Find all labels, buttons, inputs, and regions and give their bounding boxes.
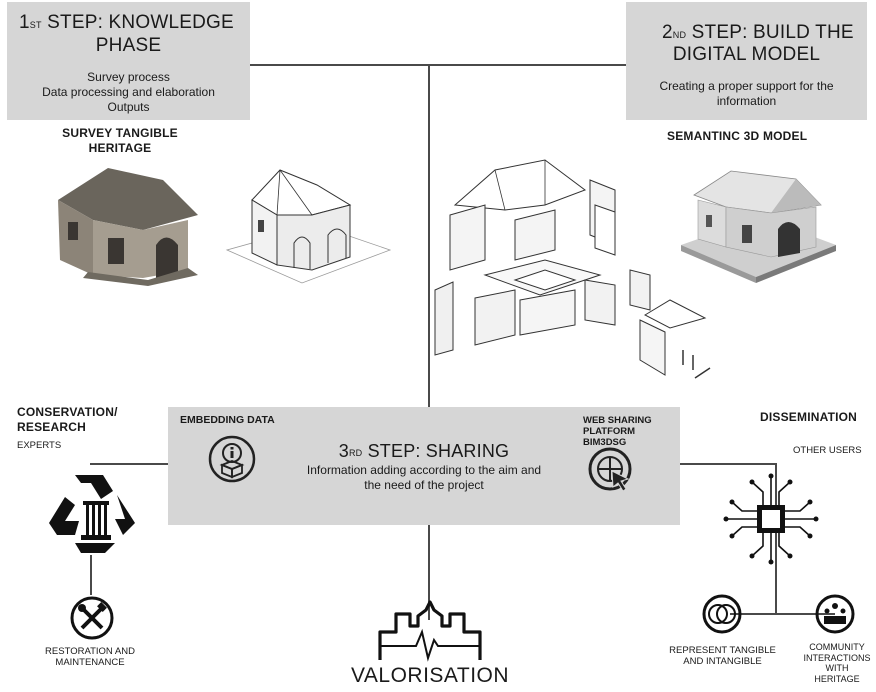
community-icon bbox=[815, 594, 855, 634]
web-sharing-label: WEB SHARING PLATFORM BIM3DSG bbox=[583, 415, 652, 448]
step1-title-line2: PHASE bbox=[95, 35, 162, 56]
valorisation-label: VALORISATION bbox=[350, 664, 510, 687]
step1-box: 1ST STEP: KNOWLEDGE PHASE Survey process… bbox=[7, 2, 250, 120]
step1-bullet: Data processing and elaboration bbox=[42, 85, 215, 99]
exploded-model bbox=[434, 159, 711, 379]
other-users-label: OTHER USERS bbox=[793, 445, 862, 456]
wireframe-building bbox=[225, 169, 392, 284]
recycle-column-icon bbox=[49, 475, 135, 553]
step2-desc: Creating a proper support for the bbox=[659, 79, 834, 93]
step1-bullet: Outputs bbox=[107, 100, 150, 114]
semantic-label: SEMANTINC 3D MODEL bbox=[667, 129, 808, 143]
embedding-data-label: EMBEDDING DATA bbox=[180, 414, 275, 426]
step1-title: 1ST STEP: KNOWLEDGE bbox=[19, 12, 234, 33]
right-vertical-line bbox=[775, 463, 777, 615]
cathedral-heartbeat-icon bbox=[378, 600, 482, 662]
chip-icon bbox=[723, 473, 819, 565]
step2-title: 2ND STEP: BUILD THE bbox=[662, 22, 854, 43]
step3-desc: the need of the project bbox=[364, 478, 484, 492]
top-connector-line bbox=[246, 64, 626, 66]
center-vertical-line bbox=[428, 64, 430, 620]
step2-box: 2ND STEP: BUILD THE DIGITAL MODEL Creati… bbox=[626, 2, 867, 120]
tangible-intangible-icon bbox=[702, 594, 742, 634]
dissemination-label: DISSEMINATION bbox=[760, 410, 858, 424]
semantic-3d-model bbox=[681, 170, 836, 283]
step3-title: 3RD STEP: SHARING bbox=[338, 441, 510, 461]
step3-desc: Information adding according to the aim … bbox=[306, 463, 542, 477]
restoration-label: RESTORATION AND MAINTENANCE bbox=[45, 646, 135, 668]
community-label: COMMUNITY INTERACTIONS WITH HERITAGE bbox=[803, 642, 871, 684]
step1-bullet: Survey process bbox=[87, 70, 170, 84]
step2-desc: information bbox=[716, 94, 777, 108]
info-box-icon bbox=[208, 435, 256, 483]
right-bottom-line bbox=[730, 613, 835, 615]
represent-label: REPRESENT TANGIBLE AND INTANGIBLE bbox=[669, 645, 776, 667]
conservation-label: CONSERVATION/ RESEARCH bbox=[17, 405, 118, 434]
left-vertical-line bbox=[90, 555, 92, 595]
right-horizontal-line bbox=[680, 463, 775, 465]
point-cloud-building bbox=[58, 168, 198, 286]
step3-box: EMBEDDING DATA 3RD STEP: SHARING Informa… bbox=[168, 407, 680, 525]
experts-label: EXPERTS bbox=[17, 440, 62, 451]
tools-icon bbox=[70, 596, 114, 640]
globe-cursor-icon bbox=[588, 447, 632, 492]
left-horizontal-line bbox=[90, 463, 168, 465]
survey-label: SURVEY TANGIBLE HERITAGE bbox=[62, 126, 178, 155]
step2-title-line2: DIGITAL MODEL bbox=[672, 44, 821, 65]
